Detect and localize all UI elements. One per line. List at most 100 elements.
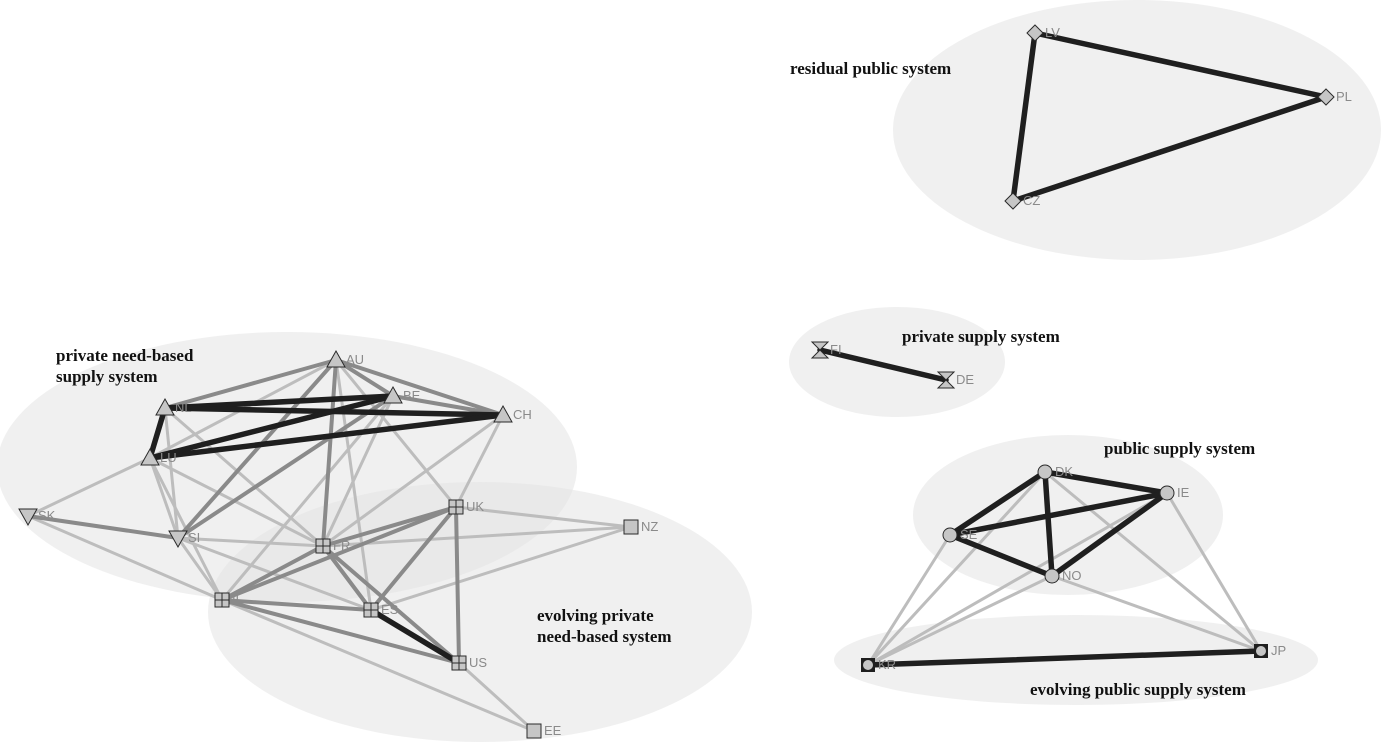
circle-in-square-marker-icon: [1254, 644, 1268, 658]
grid-square-marker-icon: [214, 592, 230, 608]
cluster-label-line: evolving private: [537, 606, 654, 625]
node-sk: SK: [18, 508, 56, 527]
edge-nl-lu: [147, 405, 168, 461]
cluster-label-line: evolving public supply system: [1030, 680, 1246, 699]
node-fr: FR: [315, 538, 350, 554]
node-label: PL: [1336, 89, 1352, 104]
circle-in-square-marker-icon: [861, 658, 875, 672]
edge-au-fr: [321, 358, 338, 548]
grid-square-marker-icon: [451, 655, 467, 671]
node-label: DK: [1055, 464, 1073, 479]
cluster-region-private-supply: [789, 307, 1005, 417]
edge-au-be: [334, 358, 395, 398]
triangle-up-marker-icon: [326, 349, 346, 368]
grid-square-marker-icon: [363, 602, 379, 618]
cluster-label-line: private need-based: [56, 346, 194, 365]
diamond-marker-icon: [1004, 192, 1022, 210]
edge-il-es: [220, 598, 373, 612]
edge-jp-dk: [1043, 470, 1263, 653]
node-se: SE: [942, 527, 978, 543]
edge-nl-si: [163, 406, 180, 540]
edge-se-ie: [947, 490, 1170, 538]
edge-be-fr: [321, 394, 395, 548]
edge-au-es: [334, 358, 373, 612]
edge-si-fr: [176, 536, 325, 548]
edge-jp-ie: [1165, 491, 1263, 653]
node-au: AU: [326, 349, 364, 368]
cluster-label-line: supply system: [56, 367, 158, 386]
edge-ch-fr: [321, 413, 505, 548]
node-uk: UK: [448, 499, 484, 515]
edge-uk-us: [454, 505, 461, 665]
edge-sk-si: [26, 514, 180, 540]
node-label: NL: [175, 400, 192, 415]
edge-be-ch: [391, 394, 505, 417]
node-fi: FI: [810, 341, 842, 359]
cluster-label-line: public supply system: [1104, 439, 1255, 458]
edge-nl-be: [162, 393, 396, 411]
triangle-up-marker-icon: [493, 404, 513, 423]
edge-lv-cz: [1010, 30, 1038, 204]
node-ie: IE: [1159, 485, 1190, 501]
node-label: NO: [1062, 568, 1082, 583]
edge-sk-il: [26, 514, 224, 602]
edge-il-ee: [220, 598, 536, 733]
node-label: EE: [544, 723, 562, 738]
cluster-label-private-need: private need-based supply system: [56, 346, 194, 386]
node-label: SK: [38, 508, 56, 523]
node-jp: JP: [1254, 643, 1286, 658]
node-il: IL: [214, 592, 243, 608]
cluster-region-residual-public: [893, 0, 1381, 260]
node-si: SI: [168, 530, 200, 549]
grid-square-marker-icon: [315, 538, 331, 554]
node-cz: CZ: [1004, 192, 1040, 210]
edge-uk-fr: [321, 505, 458, 548]
node-es: ES: [363, 602, 399, 618]
node-nz: NZ: [623, 519, 658, 535]
edge-fr-us: [321, 544, 461, 665]
edge-us-ee: [457, 661, 536, 733]
circle-marker-icon: [1044, 568, 1060, 584]
node-lu: LU: [140, 447, 177, 466]
edge-lu-be: [147, 393, 396, 461]
cluster-label-public-supply: public supply system: [1104, 439, 1255, 458]
edge-au-uk: [334, 358, 458, 509]
edge-lu-sk: [26, 456, 152, 518]
node-kr: KR: [861, 657, 896, 672]
edge-nl-fr: [163, 406, 325, 548]
circle-marker-icon: [1037, 464, 1053, 480]
cluster-label-line: need-based system: [537, 627, 672, 646]
edge-fr-il: [220, 544, 325, 602]
node-de: DE: [936, 371, 974, 389]
edge-lu-fr: [148, 456, 325, 548]
triangle-down-marker-icon: [168, 530, 188, 549]
node-dk: DK: [1037, 464, 1073, 480]
edge-lu-si: [148, 456, 180, 540]
node-label: FR: [333, 538, 350, 553]
edge-uk-es: [369, 505, 458, 612]
edge-ch-uk: [454, 413, 505, 509]
edge-es-us: [368, 607, 462, 666]
node-label: IE: [1177, 485, 1190, 500]
node-ch: CH: [493, 404, 532, 423]
cluster-label-evolving-private: evolving private need-based system: [537, 606, 672, 646]
edge-uk-nz: [454, 505, 633, 529]
edge-kr-jp: [865, 648, 1264, 668]
edge-no-ie: [1049, 490, 1170, 579]
node-lv: LV: [1026, 24, 1060, 42]
edge-au-ch: [334, 358, 505, 417]
edge-dk-ie: [1042, 469, 1170, 496]
diamond-marker-icon: [1026, 24, 1044, 42]
edge-au-nl: [163, 358, 338, 410]
triangle-up-marker-icon: [140, 447, 160, 466]
edge-uk-il: [220, 505, 458, 602]
cluster-label-residual-public: residual public system: [790, 59, 951, 78]
edge-es-nz: [369, 525, 633, 612]
edge-se-no: [947, 532, 1055, 579]
node-label: ES: [381, 602, 399, 617]
edge-dk-se: [947, 469, 1048, 538]
node-label: LU: [160, 450, 177, 465]
node-label: DE: [956, 372, 974, 387]
